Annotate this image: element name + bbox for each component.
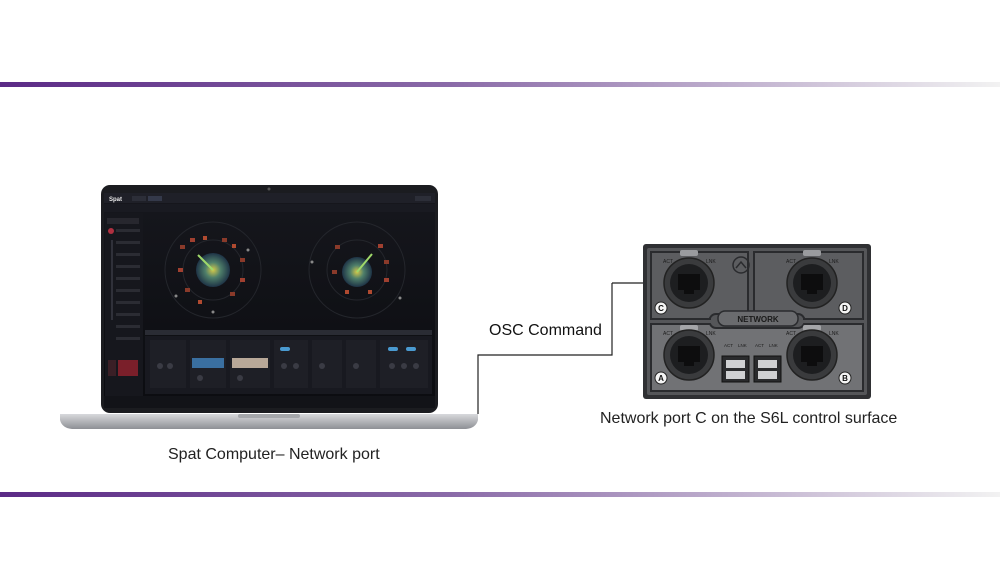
spatial-view-left	[164, 221, 262, 319]
network-title: NETWORK	[737, 315, 779, 324]
port-label-c: C	[658, 304, 664, 313]
laptop-caption: Spat Computer– Network port	[168, 446, 380, 463]
bottom-gradient-band	[0, 492, 1000, 497]
svg-text:LNK: LNK	[706, 331, 716, 337]
svg-text:ACT: ACT	[663, 331, 673, 337]
svg-text:LNK: LNK	[769, 343, 778, 348]
svg-text:ACT: ACT	[786, 259, 796, 265]
svg-text:LNK: LNK	[738, 343, 747, 348]
svg-text:ACT: ACT	[663, 259, 673, 265]
osc-connection-line	[477, 283, 613, 414]
network-panel: NETWORK ACT LNK C ACT LNK D	[643, 244, 871, 399]
ethernet-port-icon: ACT LNK	[786, 325, 839, 381]
app-logo: Spat	[109, 197, 122, 203]
svg-text:ACT: ACT	[786, 331, 796, 337]
laptop-icon: Spat	[60, 185, 478, 429]
sidebar-strips	[107, 218, 140, 376]
osc-command-label: OSC Command	[489, 322, 602, 339]
port-label-d: D	[842, 304, 848, 313]
control-panel	[104, 330, 435, 408]
svg-text:ACT: ACT	[724, 343, 733, 348]
network-port-caption: Network port C on the S6L control surfac…	[600, 410, 898, 427]
ethernet-port-icon: ACT LNK	[786, 250, 839, 309]
port-label-a: A	[658, 374, 664, 383]
ethernet-port-icon: ACT LNK	[663, 250, 716, 309]
svg-text:ACT: ACT	[755, 343, 764, 348]
port-label-b: B	[842, 374, 848, 383]
svg-text:LNK: LNK	[706, 259, 716, 265]
spatial-view-right	[308, 221, 406, 319]
laptop-base	[60, 414, 478, 429]
ethernet-port-icon: ACT LNK	[663, 325, 716, 381]
top-gradient-band	[0, 82, 1000, 87]
svg-text:LNK: LNK	[829, 331, 839, 337]
center-sockets: ACT LNK ACT LNK	[721, 343, 782, 383]
svg-text:LNK: LNK	[829, 259, 839, 265]
